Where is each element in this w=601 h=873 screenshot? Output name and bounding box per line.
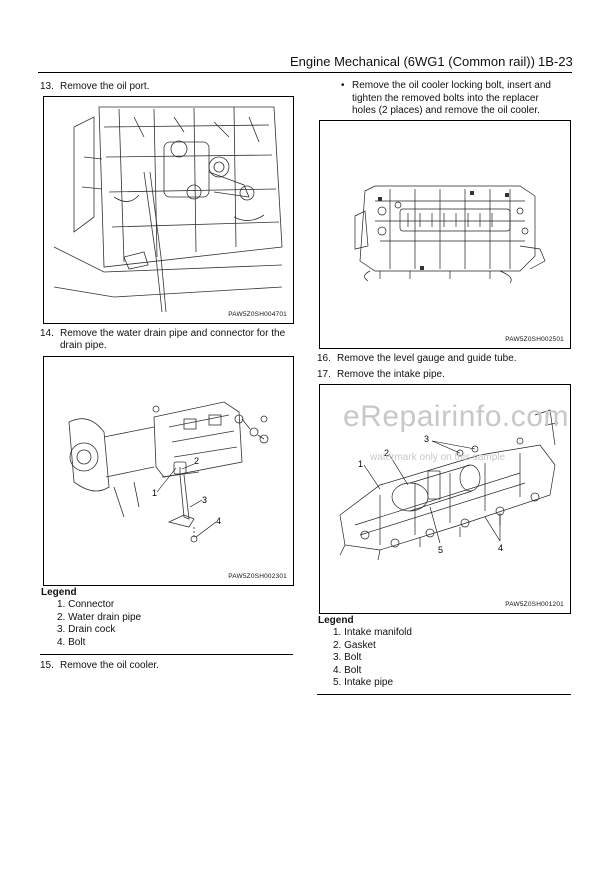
bullet-oil-cooler: Remove the oil cooler locking bolt, inse… xyxy=(352,80,570,118)
step-text: Remove the level gauge and guide tube. xyxy=(337,353,517,364)
page-header-title: Engine Mechanical (6WG1 (Common rail)) xyxy=(290,54,535,69)
step-number: 17. xyxy=(317,369,331,380)
legend-item: 1. Connector xyxy=(57,599,115,610)
legend-divider xyxy=(40,654,293,655)
callout-1: 1 xyxy=(358,459,363,469)
bullet-line: Remove the oil cooler locking bolt, inse… xyxy=(352,80,551,91)
watermark-text: eRepairinfo.com xyxy=(343,400,569,433)
header-divider xyxy=(38,72,572,73)
step-13: 13. Remove the oil port. xyxy=(40,81,150,93)
legend-title: Legend xyxy=(318,615,354,626)
figure-intake-pipe: 1 2 3 4 5 PAW5Z0SH001201 xyxy=(319,384,571,614)
legend-list: 1. Intake manifold 2. Gasket 3. Bolt 4. … xyxy=(333,627,412,690)
callout-4: 4 xyxy=(498,543,503,553)
water-drain-pipe-illustration: 1 2 3 4 xyxy=(68,401,269,543)
legend-item: 3. Bolt xyxy=(333,652,362,663)
page-number: 1B-23 xyxy=(538,54,573,69)
step-text-continued: drain pipe. xyxy=(60,340,107,351)
figure-caption: PAW5Z0SH002301 xyxy=(228,573,287,580)
oil-port-illustration xyxy=(53,106,283,313)
callout-3: 3 xyxy=(424,434,429,444)
step-number: 15. xyxy=(40,660,54,671)
figure-caption: PAW5Z0SH001201 xyxy=(505,601,564,608)
callout-2: 2 xyxy=(384,448,389,458)
callout-4: 4 xyxy=(216,516,221,526)
step-14: 14. Remove the water drain pipe and conne… xyxy=(40,328,296,352)
step-16: 16. Remove the level gauge and guide tube… xyxy=(317,353,517,365)
callout-3: 3 xyxy=(202,495,207,505)
watermark-subtext: watermark only on this sample xyxy=(370,452,506,463)
legend-item: 4. Bolt xyxy=(57,636,86,648)
figure-oil-port: PAW5Z0SH004701 xyxy=(43,96,294,324)
step-number: 13. xyxy=(40,81,54,92)
figure-caption: PAW5Z0SH002501 xyxy=(505,336,564,343)
callout-5: 5 xyxy=(438,545,443,555)
step-text: Remove the oil port. xyxy=(60,81,150,92)
step-15: 15. Remove the oil cooler. xyxy=(40,660,159,672)
step-text: Remove the intake pipe. xyxy=(337,369,445,380)
legend-item: 2. Water drain pipe xyxy=(57,611,142,623)
figure-caption: PAW5Z0SH004701 xyxy=(228,311,287,318)
step-number: 16. xyxy=(317,353,331,364)
callout-1: 1 xyxy=(152,488,157,498)
oil-cooler-illustration xyxy=(354,185,546,284)
legend-item: 2. Gasket xyxy=(333,639,376,651)
legend-list: 1. Connector 2. Water drain pipe 3. Drai… xyxy=(57,599,141,649)
bullet-line: holes (2 places) and remove the oil cool… xyxy=(352,105,540,116)
intake-pipe-illustration: 1 2 3 4 5 xyxy=(339,409,559,561)
legend-item: 1. Intake manifold xyxy=(333,627,412,638)
bullet-marker: • xyxy=(341,80,345,91)
legend-item: 3. Drain cock xyxy=(57,624,116,635)
step-number: 14. xyxy=(40,328,54,339)
legend-item: 5. Intake pipe xyxy=(333,677,394,688)
legend-title: Legend xyxy=(41,587,77,598)
step-text: Remove the oil cooler. xyxy=(60,660,159,671)
figure-water-drain-pipe: 1 2 3 4 PAW5Z0SH002301 xyxy=(43,356,294,586)
callout-2: 2 xyxy=(194,456,199,466)
legend-item: 4. Bolt xyxy=(333,664,362,676)
step-text: Remove the water drain pipe and connecto… xyxy=(60,328,286,339)
bullet-line: tighten the removed bolts into the repla… xyxy=(352,92,539,104)
legend-divider xyxy=(317,694,571,695)
step-17: 17. Remove the intake pipe. xyxy=(317,369,445,381)
figure-oil-cooler: PAW5Z0SH002501 xyxy=(319,120,571,349)
